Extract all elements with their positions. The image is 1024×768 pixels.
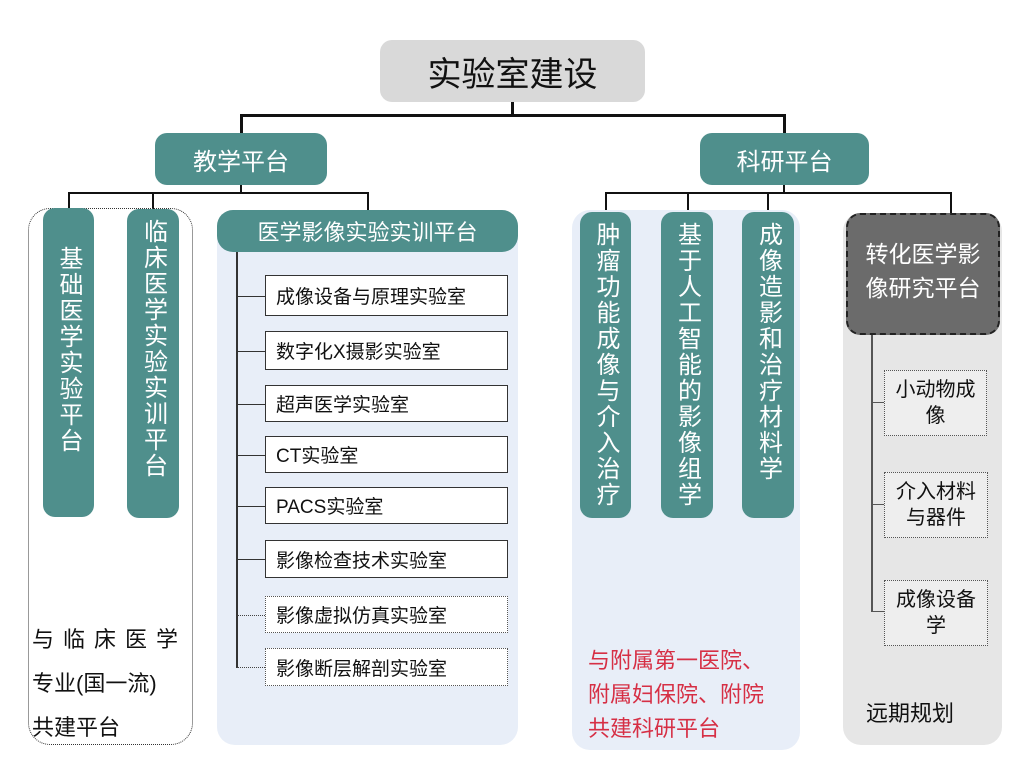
lab-item: 超声医学实验室 [265, 385, 508, 422]
connector [767, 192, 769, 211]
future-lab-item: 小动物成像 [884, 370, 987, 436]
connector [237, 403, 265, 405]
research-pillar: 肿瘤功能成像与介入治疗 [580, 212, 631, 518]
lab-item: 数字化X摄影实验室 [265, 331, 508, 370]
connector [871, 611, 884, 612]
connector [511, 102, 514, 116]
future-lab-item: 成像设备学 [884, 580, 988, 646]
clinical-medicine-training-platform: 临床医学实验实训平台 [127, 209, 179, 518]
long-term-plan-label: 远期规划 [865, 701, 954, 726]
connector [237, 614, 265, 616]
connector [237, 559, 265, 560]
connector [871, 402, 884, 403]
connector [950, 192, 952, 213]
connector [605, 192, 952, 194]
future-lab-item: 介入材料与器件 [884, 472, 988, 538]
research-note-line: 附属妇保院、附院 [588, 682, 765, 707]
lab-item: 影像断层解剖实验室 [265, 648, 508, 686]
connector [237, 667, 265, 668]
lab-item: 影像检查技术实验室 [265, 540, 508, 578]
research-platform-node: 科研平台 [700, 133, 869, 185]
connector [237, 350, 265, 352]
research-pillar: 基于人工智能的影像组学 [661, 212, 713, 518]
research-note-line: 与附属第一医院、 [588, 648, 765, 673]
connector [871, 335, 873, 612]
connector [236, 252, 238, 668]
teaching-note-line: 共建平台 [32, 715, 121, 740]
connector [240, 114, 786, 117]
connector [871, 504, 884, 505]
connector [783, 185, 785, 194]
lab-item: PACS实验室 [265, 487, 508, 524]
clinical-cobuild-group [28, 208, 193, 745]
connector [687, 192, 689, 211]
basic-medicine-lab-platform: 基础医学实验平台 [43, 208, 94, 517]
connector [237, 454, 265, 456]
translational-platform-node: 转化医学影像研究平台 [846, 213, 1000, 335]
research-pillar: 成像造影和治疗材料学 [742, 212, 794, 518]
teaching-note-line: 与临床医学 [32, 627, 188, 652]
connector [783, 114, 786, 134]
connector [152, 192, 154, 209]
lab-item: CT实验室 [265, 436, 508, 473]
connector [240, 114, 243, 134]
root-node: 实验室建设 [380, 40, 645, 102]
connector [237, 505, 265, 507]
lab-item: 成像设备与原理实验室 [265, 275, 508, 316]
teaching-platform-node: 教学平台 [155, 133, 327, 185]
connector [605, 192, 607, 211]
teaching-note: 与临床医学 专业(国一流) 共建平台 [32, 618, 187, 750]
lab-item: 影像虚拟仿真实验室 [265, 596, 508, 633]
teaching-note-line: 专业(国一流) [32, 671, 157, 696]
research-note: 与附属第一医院、 附属妇保院、附院 共建科研平台 [588, 644, 764, 746]
connector [237, 295, 265, 297]
connector [68, 192, 70, 209]
connector [367, 192, 369, 210]
imaging-training-platform-header: 医学影像实验实训平台 [217, 210, 518, 252]
connector [240, 185, 242, 194]
connector [68, 192, 369, 194]
research-note-line: 共建科研平台 [588, 716, 721, 741]
